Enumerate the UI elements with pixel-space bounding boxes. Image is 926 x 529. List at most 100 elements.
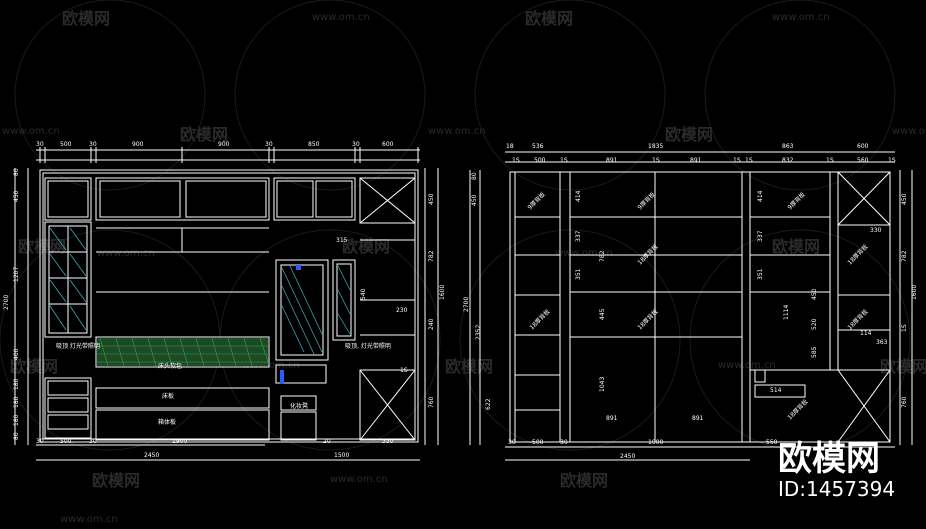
watermark-url: www.om.cn	[330, 474, 388, 485]
svg-text:1S: 1S	[400, 367, 408, 374]
brand-logo: 欧模网	[778, 439, 880, 479]
svg-text:1S: 1S	[901, 324, 908, 332]
svg-text:351: 351	[575, 268, 582, 280]
svg-text:30: 30	[36, 141, 44, 148]
watermark-texts: 欧模网 www.om.cn 欧模网 www.om.cn www.om.cn 欧模…	[2, 9, 926, 525]
svg-text:1S: 1S	[826, 157, 834, 164]
svg-text:600: 600	[382, 141, 394, 148]
svg-text:445: 445	[599, 308, 606, 320]
watermark-logo: 欧模网	[525, 9, 573, 28]
watermark-url: www.om.cn	[892, 126, 926, 137]
svg-text:1500: 1500	[334, 452, 349, 459]
watermark-logo: 欧模网	[92, 471, 140, 490]
svg-text:600: 600	[857, 143, 869, 150]
svg-text:500: 500	[60, 141, 72, 148]
svg-text:891: 891	[606, 157, 618, 164]
svg-text:337: 337	[575, 230, 582, 242]
watermark-logo: 欧模网	[180, 125, 228, 144]
svg-text:560: 560	[857, 157, 869, 164]
svg-text:760: 760	[428, 396, 435, 408]
svg-text:891: 891	[690, 157, 702, 164]
svg-text:1S: 1S	[745, 157, 753, 164]
watermark-logo: 欧模网	[880, 357, 926, 376]
right-top-dims: 18 536 1835 863 600 1S 500 1S 891 1S 891…	[506, 143, 896, 164]
svg-text:230: 230	[396, 307, 408, 314]
svg-text:80: 80	[13, 432, 20, 440]
left-labels: 吸顶 灯光带照明 床头软包 床板 箱体板 吸顶, 灯光带照明 化妆凳 315 5…	[56, 237, 408, 426]
svg-text:1600: 1600	[911, 285, 918, 300]
svg-text:863: 863	[782, 143, 794, 150]
svg-text:9厚背板: 9厚背板	[786, 190, 807, 211]
headboard-label: 床头软包	[158, 362, 182, 370]
watermark-url: www.om.cn	[428, 126, 486, 137]
svg-text:500: 500	[532, 439, 544, 446]
right-side-dims: 80 450 2700 2352 622 450 782 1600 1S 760	[463, 172, 918, 410]
svg-text:760: 760	[901, 396, 908, 408]
svg-text:782: 782	[901, 250, 908, 262]
svg-text:1S: 1S	[733, 157, 741, 164]
svg-text:500: 500	[534, 157, 546, 164]
svg-text:330: 330	[870, 227, 882, 234]
left-side-dims: 80 450 1207 2700 400 180 180 180 80 450 …	[3, 168, 446, 440]
svg-text:832: 832	[782, 157, 794, 164]
watermark-logo: 欧模网	[62, 9, 110, 28]
svg-text:450: 450	[901, 193, 908, 205]
svg-text:30: 30	[560, 439, 568, 446]
svg-text:18: 18	[506, 143, 514, 150]
svg-text:80: 80	[471, 172, 478, 180]
svg-text:536: 536	[532, 143, 544, 150]
svg-text:450: 450	[471, 194, 478, 206]
bed-box-label: 箱体板	[158, 418, 176, 426]
svg-text:20: 20	[323, 438, 331, 445]
svg-text:1207: 1207	[13, 267, 20, 282]
svg-text:550: 550	[382, 438, 394, 445]
svg-text:315: 315	[336, 237, 348, 244]
svg-text:450: 450	[428, 193, 435, 205]
svg-text:514: 514	[770, 387, 782, 394]
svg-text:1900: 1900	[172, 438, 187, 445]
blue-markers	[280, 265, 301, 384]
svg-text:2450: 2450	[620, 453, 635, 460]
svg-text:30: 30	[89, 438, 97, 445]
glass-door-hatch	[49, 227, 351, 355]
right-inner-dims: 414 337 351 782 445 1043 891 891 414 337…	[575, 190, 888, 422]
watermark-url: www.om.cn	[97, 248, 155, 259]
svg-text:2352: 2352	[475, 325, 482, 340]
watermark-logo: 欧模网	[18, 237, 66, 256]
svg-text:2450: 2450	[144, 452, 159, 459]
svg-text:180: 180	[13, 414, 20, 426]
svg-text:30: 30	[508, 439, 516, 446]
svg-text:30: 30	[36, 438, 44, 445]
svg-text:180: 180	[13, 378, 20, 390]
svg-text:18厚背板: 18厚背板	[528, 308, 552, 332]
svg-text:891: 891	[606, 415, 618, 422]
svg-text:622: 622	[485, 398, 492, 410]
watermark-logo: 欧模网	[560, 471, 608, 490]
svg-text:500: 500	[60, 438, 72, 445]
watermark-url: www.om.cn	[60, 514, 118, 525]
svg-text:900: 900	[218, 141, 230, 148]
left-elevation	[14, 147, 439, 461]
svg-text:585: 585	[811, 346, 818, 358]
svg-text:30: 30	[265, 141, 273, 148]
brand-stamp: 欧模网 ID:1457394	[778, 439, 895, 501]
watermark-logo: 欧模网	[10, 357, 58, 376]
watermark-logo: 欧模网	[772, 237, 820, 256]
svg-text:30: 30	[89, 141, 97, 148]
left-bottom-dims: 30 500 30 1900 20 550 2450 1500	[36, 438, 394, 459]
right-bottom-dims: 30 500 30 1900 550 2450	[508, 439, 778, 460]
watermark-url: www.om.cn	[312, 12, 370, 23]
bed-board-label: 床板	[162, 392, 174, 400]
svg-text:850: 850	[308, 141, 320, 148]
watermark-logo: 欧模网	[342, 237, 390, 256]
svg-text:400: 400	[13, 348, 20, 360]
svg-text:782: 782	[428, 250, 435, 262]
watermark-url: www.om.cn	[242, 360, 300, 371]
svg-text:414: 414	[575, 190, 582, 202]
watermark-url: www.om.cn	[555, 248, 613, 259]
svg-text:180: 180	[13, 396, 20, 408]
watermark-url: www.om.cn	[772, 12, 830, 23]
svg-text:782: 782	[599, 250, 606, 262]
svg-text:414: 414	[757, 190, 764, 202]
